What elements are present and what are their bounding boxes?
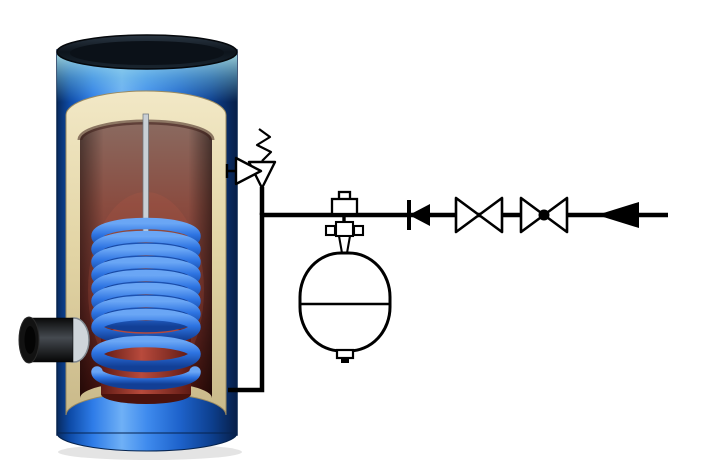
service-union-fitting [330, 190, 359, 216]
vessel-shell [298, 251, 392, 353]
valve-wedge-right [477, 196, 504, 234]
check-valve [407, 200, 430, 230]
pipe-run [228, 212, 668, 393]
ball-valve [519, 196, 569, 234]
coil-loop-end [91, 366, 201, 390]
check-valve-disc [409, 204, 430, 226]
union-body [330, 197, 359, 216]
fitting-body [334, 220, 355, 238]
shutoff-valve [454, 196, 504, 234]
port-face-center [24, 326, 36, 354]
ball-valve-dot [538, 209, 550, 221]
valve-wedge-right [542, 196, 569, 234]
spring-icon [255, 128, 273, 162]
tank-lid-inner [70, 41, 224, 65]
vessel-air-valve [341, 358, 349, 363]
valve-body-horizontal [234, 156, 263, 186]
fitting-wing-right [352, 224, 365, 237]
valve-outlet-line [225, 164, 236, 178]
vessel-connection-fitting [324, 215, 365, 255]
coil-loop [91, 295, 201, 333]
flow-direction-arrow [597, 202, 639, 228]
side-port-flange [18, 316, 90, 364]
coil-loop-lower [91, 335, 201, 373]
fitting-wing-left [324, 224, 337, 237]
valve-wedge-left [519, 196, 546, 234]
vessel-neck [335, 348, 355, 360]
valve-wedge-left [454, 196, 481, 234]
expansion-vessel [298, 251, 392, 363]
safety-relief-valve [225, 128, 277, 190]
fitting-taper [337, 234, 352, 255]
storage-tank-cutaway [18, 34, 242, 460]
heating-coil [91, 217, 201, 390]
tank-bottom-lip [56, 432, 238, 452]
piping [225, 128, 668, 393]
